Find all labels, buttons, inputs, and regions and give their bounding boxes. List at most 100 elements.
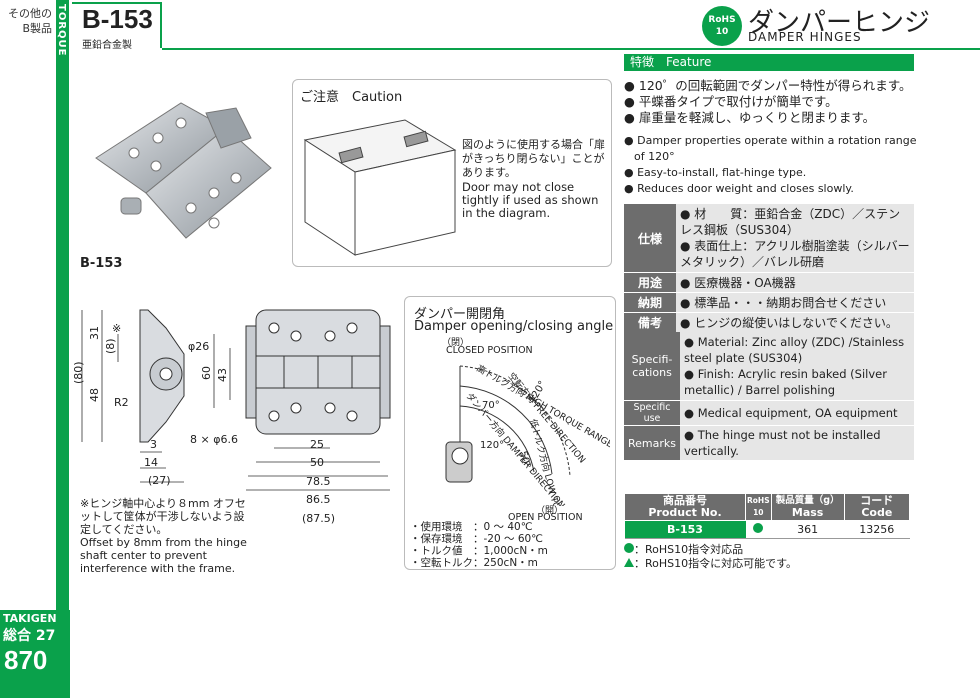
- rohs-badge-line2: 10: [715, 27, 729, 37]
- condition-torque: ・トルク値 ：1,000cN・m: [410, 545, 548, 557]
- dim-25: 25: [310, 438, 324, 451]
- col-product-no-en: Product No.: [648, 506, 722, 519]
- dim-27: (27): [148, 474, 171, 487]
- damper-angle-panel: [404, 296, 616, 570]
- remarks-value: ● ヒンジの縦使いはしないでください。: [676, 312, 914, 333]
- page-tag: TAKIGEN 総合 27 870: [0, 610, 70, 698]
- product-image: [95, 102, 272, 239]
- table-row: B-153 361 13256: [624, 520, 910, 539]
- offset-note-jp: ※ヒンジ軸中心より８mm オフセットして筐体が干渉しないよう設定してください。: [80, 497, 246, 536]
- product-header: B-153 亜鉛合金製: [72, 2, 162, 51]
- offset-note: ※ヒンジ軸中心より８mm オフセットして筐体が干渉しないよう設定してください。 …: [80, 497, 248, 575]
- rohs-circle-icon: [624, 543, 634, 553]
- col-product-no-jp: 商品番号: [663, 494, 707, 507]
- damper-title-jp: ダンパー開閉角: [414, 307, 506, 322]
- damper-angle-diagram: 空転方向 FREE DIRECTION 高トルク方向 HIGH TORQUE R…: [445, 362, 610, 506]
- dim-80: (80): [74, 361, 85, 384]
- spec-finish: ● 表面仕上：アクリル樹脂塗装（シルバーメタリック）／バレル研磨: [680, 239, 910, 269]
- spec-label: 仕様: [624, 204, 676, 273]
- caution-panel: [292, 79, 612, 267]
- dim-mark: ※: [112, 322, 121, 335]
- caution-text-jp: 図のように使用する場合「扉がきっちり閉らない」ことがあります。: [462, 138, 605, 179]
- use-label-en: Specific use: [624, 400, 680, 426]
- offset-note-en: Offset by 8mm from the hinge shaft cente…: [80, 536, 247, 575]
- torque-strip: TORQUE: [56, 0, 69, 698]
- closed-label-jp: （閉）: [442, 338, 470, 348]
- col-code-en: Code: [861, 506, 893, 519]
- feature-en-text: Reduces door weight and closes slowly.: [637, 182, 854, 195]
- side-view: [139, 309, 185, 443]
- dim-78-5: 78.5: [306, 475, 331, 488]
- spec-table-jp: 仕様 ● 材 質：亜鉛合金（ZDC）／ステンレス鋼板（SUS304） ● 表面仕…: [624, 204, 914, 333]
- remarks-label-en: Remarks: [624, 425, 680, 461]
- caution-title: ご注意 Caution: [300, 90, 403, 105]
- page-number: 870: [4, 645, 48, 675]
- dim-phi26: φ26: [188, 340, 209, 353]
- feature-en-text: Damper properties operate within a rotat…: [634, 134, 917, 163]
- feature-list-en: ● Damper properties operate within a rot…: [624, 133, 920, 197]
- operating-conditions: ・使用環境 ：0 ～ 40℃ ・保存環境 ：-20 ～ 60℃ ・トルク値 ：1…: [410, 521, 548, 569]
- dim-43: 43: [216, 368, 229, 382]
- condition-idle-torque: ・空転トルク：250cN・m: [410, 557, 538, 569]
- feature-en-item: ● Easy-to-install, flat-hinge type.: [624, 166, 807, 179]
- rohs-legend: ：RoHS10指令対応品 ：RoHS10指令に対応可能です。: [624, 543, 797, 571]
- sidebar-line1: その他の: [8, 7, 52, 20]
- dim-8: (8): [104, 338, 117, 354]
- legend-triangle: ：RoHS10指令に対応可能です。: [624, 557, 797, 571]
- feature-jp-text: 120゜の回転範囲でダンパー特性が得られます。: [638, 78, 912, 93]
- damper-title-en: Damper opening/closing angle: [414, 319, 614, 334]
- remarks-value-en: ● The hinge must not be installed vertic…: [680, 425, 914, 461]
- spec-material: ● 材 質：亜鉛合金（ZDC）／ステンレス鋼板（SUS304）: [680, 207, 901, 237]
- legend-circle: ：RoHS10指令対応品: [624, 543, 797, 557]
- remarks-label: 備考: [624, 312, 676, 333]
- rohs-circle-icon: [753, 523, 764, 533]
- angle-70: 70°: [482, 400, 500, 411]
- spec-value: ● 材 質：亜鉛合金（ZDC）／ステンレス鋼板（SUS304） ● 表面仕上：ア…: [676, 204, 914, 273]
- feature-list-jp: ● 120゜の回転範囲でダンパー特性が得られます。 ● 平蝶番タイプで取付けが簡…: [624, 78, 920, 126]
- product-code: B-153: [82, 4, 153, 34]
- caution-diagram: [303, 119, 457, 256]
- dim-3: 3: [150, 438, 157, 451]
- feature-jp-item: ● 扉重量を軽減し、ゆっくりと閉まります。: [624, 110, 876, 125]
- catalog-name: 総合 27: [3, 628, 56, 644]
- rohs-badge-icon: RoHS 10: [702, 6, 742, 46]
- dim-14: 14: [144, 456, 158, 469]
- sidebar-line2: B製品: [22, 22, 52, 35]
- condition-storage-temp: ・保存環境 ：-20 ～ 60℃: [410, 533, 543, 545]
- sidebar-category: その他の B製品: [0, 0, 56, 44]
- rohs-triangle-icon: [624, 558, 634, 567]
- delivery-label: 納期: [624, 292, 676, 313]
- feature-jp-text: 扉重量を軽減し、ゆっくりと閉まります。: [638, 110, 876, 125]
- angle-50: 50°: [517, 450, 532, 470]
- use-value: ● 医療機器・OA機器: [676, 272, 914, 293]
- dimension-drawing: (80) 31 (8) ※ 48 R2 φ26 3 14 (27) 60 43 …: [74, 309, 391, 491]
- feature-header: 特徴 Feature: [624, 54, 914, 71]
- spec-material-en: ● Material: Zinc alloy (ZDC) /Stainless …: [684, 335, 905, 365]
- col-mass-jp: 製品質量（g）: [775, 495, 840, 506]
- dim-31: 31: [88, 326, 101, 340]
- feature-en-item: ● Damper properties operate within a rot…: [624, 134, 917, 163]
- header-rule: [162, 48, 980, 50]
- spec-table-en: Specifi-cations ● Material: Zinc alloy (…: [624, 332, 914, 461]
- dim-86-5: 86.5: [306, 493, 331, 506]
- rohs-badge-line1: RoHS: [708, 15, 736, 25]
- row-mass: 361: [771, 520, 845, 539]
- feature-header-jp: 特徴: [630, 55, 655, 69]
- spec-value-en: ● Material: Zinc alloy (ZDC) /Stainless …: [680, 332, 914, 401]
- angle-120-b: 120°: [480, 440, 504, 451]
- caution-text-en: Door may not close tightly if used as sh…: [462, 180, 599, 220]
- col-code-jp: コード: [860, 494, 894, 507]
- page-title-en: DAMPER HINGES: [748, 30, 862, 44]
- feature-en-item: ● Reduces door weight and closes slowly.: [624, 182, 854, 195]
- delivery-value: ● 標準品・・・納期お問合せください: [676, 292, 914, 313]
- feature-jp-item: ● 120゜の回転範囲でダンパー特性が得られます。: [624, 78, 912, 93]
- dim-87-5: (87.5): [302, 512, 336, 525]
- dim-50: 50: [310, 456, 324, 469]
- feature-header-en: Feature: [666, 55, 712, 69]
- spec-label-en: Specifi-cations: [624, 332, 680, 401]
- open-label-jp: （開）: [536, 506, 564, 516]
- use-value-en: ● Medical equipment, OA equipment: [680, 400, 914, 426]
- feature-jp-item: ● 平蝶番タイプで取付けが簡単です。: [624, 94, 838, 109]
- legend-triangle-text: ：RoHS10指令に対応可能です。: [634, 557, 798, 570]
